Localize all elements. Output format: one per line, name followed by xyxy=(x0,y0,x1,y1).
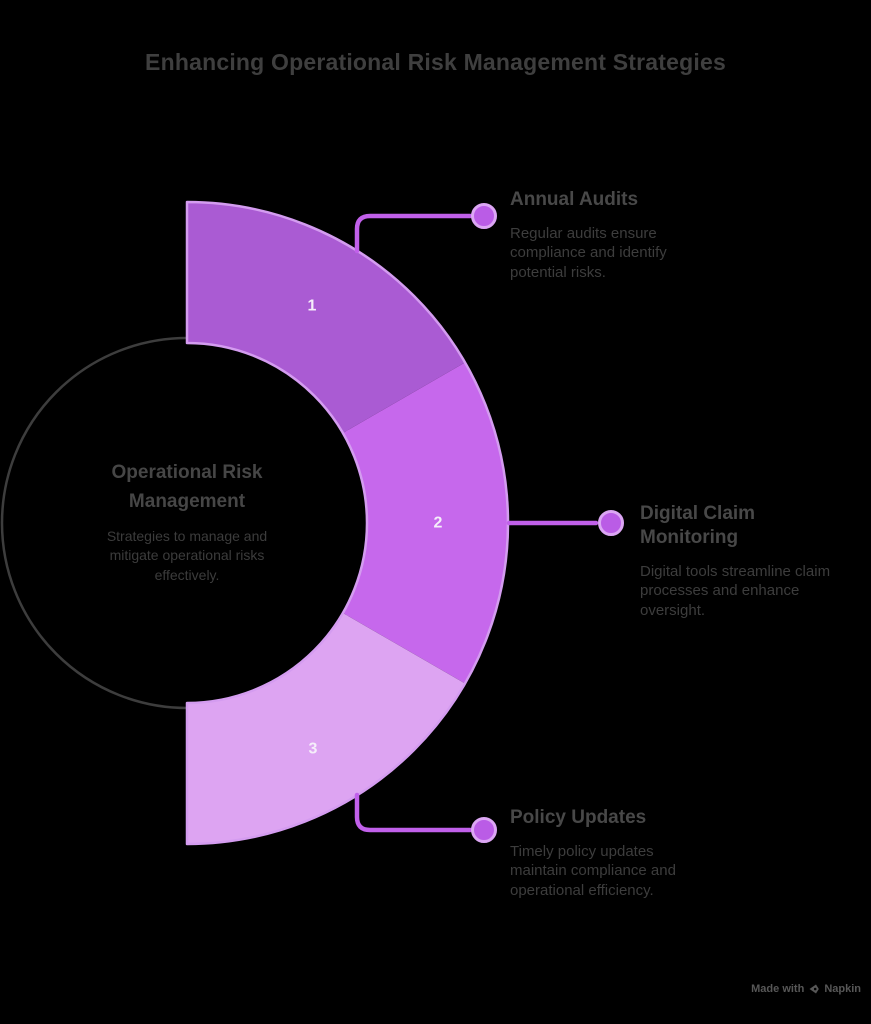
segment-3-arc xyxy=(187,613,465,844)
credit-text: Made with xyxy=(751,983,805,995)
connector-dot-annual-audits xyxy=(471,203,497,229)
connector-dot-policy-updates xyxy=(471,817,497,843)
callout-description: Digital tools streamline claim processes… xyxy=(640,562,831,619)
segment-1-arc xyxy=(187,202,465,433)
page-title: Enhancing Operational Risk Management St… xyxy=(145,49,726,75)
napkin-logo-icon xyxy=(809,984,820,994)
center-label: Operational Risk Management Strategies t… xyxy=(42,458,332,585)
connector-line-policy-updates xyxy=(354,792,473,833)
donut-outline xyxy=(185,200,510,846)
callout-description: Timely policy updates maintain complianc… xyxy=(510,842,676,899)
callout-heading: Policy Updates xyxy=(510,807,647,828)
connector-dot-digital-claim xyxy=(598,510,624,536)
segment-3-number: 3 xyxy=(309,741,318,758)
segment-2-number: 2 xyxy=(434,515,443,532)
credit-footer: Made with Napkin xyxy=(751,983,861,995)
segment-1-number: 1 xyxy=(308,298,317,315)
center-heading: Operational Risk Management xyxy=(111,462,263,513)
callout-heading: Annual Audits xyxy=(510,189,639,210)
callout-policy-updates: Policy Updates Timely policy updates mai… xyxy=(510,806,725,900)
callout-digital-claim-monitoring: Digital Claim Monitoring Digital tools s… xyxy=(640,502,855,620)
credit-brand: Napkin xyxy=(824,983,861,995)
segment-2-arc xyxy=(342,362,509,684)
callout-annual-audits: Annual Audits Regular audits ensure comp… xyxy=(510,188,725,282)
connector-line-annual-audits xyxy=(354,213,473,254)
callout-description: Regular audits ensure compliance and ide… xyxy=(510,224,667,281)
center-description: Strategies to manage and mitigate operat… xyxy=(106,527,268,583)
callout-heading: Digital Claim Monitoring xyxy=(640,503,756,548)
